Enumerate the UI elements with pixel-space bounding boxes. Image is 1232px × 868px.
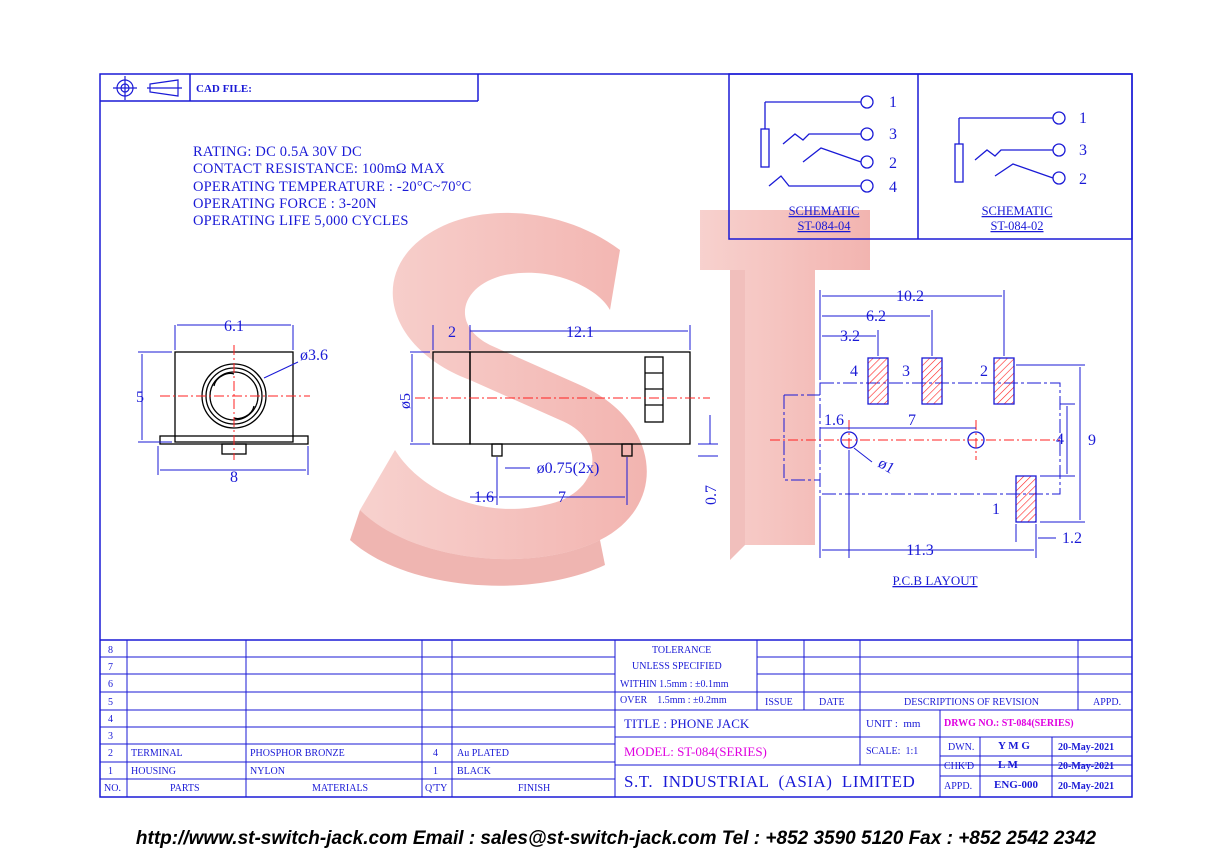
sch1-pin1: 1	[889, 94, 897, 111]
side-length-dim: 12.1	[566, 324, 594, 341]
pcb-layout: 10.2 6.2 3.2 1.6 7 4 9 ø1 11.3 1.2 4 3 2…	[770, 288, 1096, 588]
spec-life: OPERATING LIFE 5,000 CYCLES	[193, 213, 409, 229]
bom-header-parts: PARTS	[170, 783, 200, 794]
pcb-dim-4: 4	[1056, 431, 1064, 448]
spec-rating: RATING: DC 0.5A 30V DC	[193, 144, 362, 160]
dwn-value: Y M G	[998, 740, 1030, 752]
company-name: S.T. INDUSTRIAL (ASIA) LIMITED	[624, 772, 916, 791]
bom-no-6: 6	[108, 679, 113, 690]
pcb-dim-1-2: 1.2	[1062, 530, 1082, 547]
side-view: 2 12.1 ø5 ø0.75(2x) 1.6 7 0.7	[400, 324, 720, 506]
sch2-title: SCHEMATIC	[982, 204, 1053, 218]
spec-force: OPERATING FORCE : 3-20N	[193, 196, 377, 212]
pcb-dim-11-3: 11.3	[906, 542, 933, 559]
revision-desc: DESCRIPTIONS OF REVISION	[904, 697, 1040, 708]
sch1-part: ST-084-04	[797, 219, 851, 233]
front-view: 6.1 5 ø3.6 8	[136, 318, 328, 486]
side-dia-dim: ø5	[400, 393, 414, 409]
spec-temperature: OPERATING TEMPERATURE : -20°C~70°C	[193, 179, 472, 195]
tolerance-line1: TOLERANCE	[652, 645, 712, 656]
pcb-dim-3-2: 3.2	[840, 328, 860, 345]
pcb-pin-2: 2	[980, 363, 988, 380]
bom-no-7: 7	[108, 662, 113, 673]
tolerance-line4: OVER 1.5mm : ±0.2mm	[620, 695, 727, 706]
front-diameter-dim: ø3.6	[300, 347, 328, 364]
bom-no-5: 5	[108, 697, 113, 708]
bom-material-terminal: PHOSPHOR BRONZE	[250, 748, 345, 759]
title-label: TITLE : PHONE JACK	[624, 716, 750, 731]
appd-date: 20-May-2021	[1058, 781, 1115, 792]
bom-no-2: 2	[108, 748, 113, 759]
model-label: MODEL: ST-084(SERIES)	[624, 744, 767, 759]
footer-contact: http://www.st-switch-jack.com Email : sa…	[135, 828, 1097, 849]
pcb-dim-10-2: 10.2	[896, 288, 924, 305]
bom-material-housing: NYLON	[250, 766, 285, 777]
chkd-value: L M	[998, 759, 1018, 771]
pcb-title: P.C.B LAYOUT	[892, 573, 977, 588]
side-pin-dia-dim: ø0.75(2x)	[537, 460, 600, 477]
pcb-pin-3: 3	[902, 363, 910, 380]
spec-contact-resistance: CONTACT RESISTANCE: 100mΩ MAX	[193, 161, 446, 177]
chkd-date: 20-May-2021	[1058, 761, 1115, 772]
pcb-pin-1: 1	[992, 501, 1000, 518]
dwn-date: 20-May-2021	[1058, 742, 1115, 753]
bom-no-4: 4	[108, 714, 113, 725]
side-d1-dim: 2	[448, 324, 456, 341]
pcb-pin-4: 4	[850, 363, 858, 380]
sch1-pin3: 3	[889, 126, 897, 143]
revision-appd: APPD.	[1093, 697, 1122, 708]
drawing-number: DRWG NO.: ST-084(SERIES)	[944, 718, 1074, 729]
cad-file-label: CAD FILE:	[196, 83, 252, 95]
appd-value: ENG-000	[994, 779, 1038, 791]
dwn-label: DWN.	[948, 742, 975, 753]
tolerance-line2: UNLESS SPECIFIED	[632, 661, 722, 672]
unit-label: UNIT : mm	[866, 718, 921, 730]
sch2-part: ST-084-02	[990, 219, 1043, 233]
bom-header-materials: MATERIALS	[312, 783, 369, 794]
front-height-dim: 5	[136, 389, 144, 406]
bom-finish-housing: BLACK	[457, 766, 491, 777]
bom-header-finish: FINISH	[518, 783, 551, 794]
bom-qty-terminal: 4	[433, 748, 438, 759]
pcb-dim-9: 9	[1088, 432, 1096, 449]
bom-qty-housing: 1	[433, 766, 438, 777]
bom-no-3: 3	[108, 731, 113, 742]
sch2-pin2: 2	[1079, 171, 1087, 188]
pcb-dim-dia1: ø1	[875, 455, 897, 478]
front-width-dim: 6.1	[224, 318, 244, 335]
bom-no-8: 8	[108, 645, 113, 656]
revision-date: DATE	[819, 697, 845, 708]
sch1-title: SCHEMATIC	[789, 204, 860, 218]
chkd-label: CHK'D	[944, 761, 975, 772]
appd-label: APPD.	[944, 781, 973, 792]
pcb-dim-6-2: 6.2	[866, 308, 886, 325]
bom-header-no: NO.	[104, 783, 121, 794]
sch1-pin2: 2	[889, 155, 897, 172]
schematic-diagrams: 1 3 2 4 1 3 2 SCHEMATIC ST-084-04 SCHEMA…	[760, 94, 1087, 233]
revision-issue: ISSUE	[765, 697, 793, 708]
scale-label: SCALE: 1:1	[866, 746, 919, 757]
pcb-dim-7: 7	[908, 412, 916, 429]
tolerance-line3: WITHIN 1.5mm : ±0.1mm	[620, 679, 729, 690]
bom-part-terminal: TERMINAL	[131, 748, 183, 759]
pcb-dim-1-6: 1.6	[824, 412, 844, 429]
sch1-pin4: 4	[889, 179, 897, 196]
sch2-pin1: 1	[1079, 110, 1087, 127]
front-base-dim: 8	[230, 469, 238, 486]
bom-finish-terminal: Au PLATED	[457, 748, 509, 759]
side-d4-dim: 0.7	[703, 485, 720, 505]
bom-no-1: 1	[108, 766, 113, 777]
sch2-pin3: 3	[1079, 142, 1087, 159]
side-d3-dim: 7	[558, 489, 566, 506]
bom-header-qty: Q'TY	[425, 783, 448, 794]
side-d2-dim: 1.6	[474, 489, 494, 506]
bom-part-housing: HOUSING	[131, 766, 176, 777]
